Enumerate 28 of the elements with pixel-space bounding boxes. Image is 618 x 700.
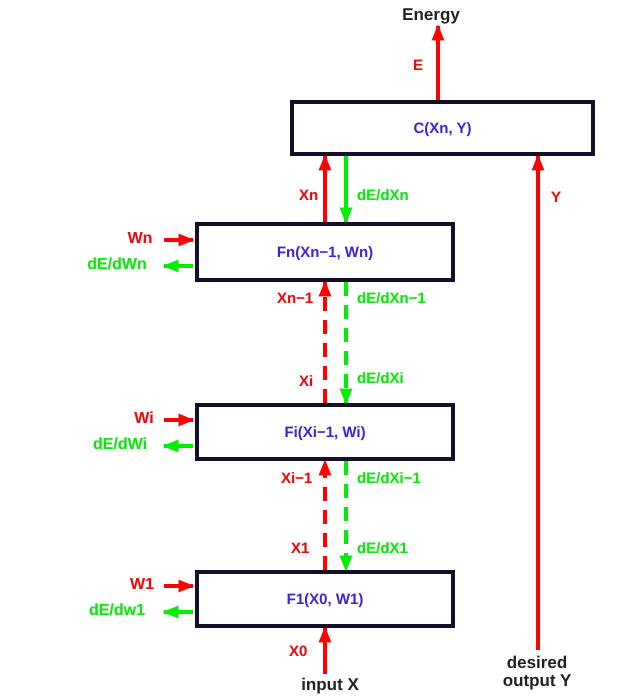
signal-label: dE/dWn — [72, 255, 162, 275]
arrow — [164, 234, 195, 246]
signal-label: Wi — [126, 409, 162, 429]
arrow — [164, 580, 195, 592]
arrow — [340, 461, 352, 572]
arrow — [318, 280, 332, 403]
text-label: input X — [290, 674, 370, 696]
signal-label: W1 — [122, 575, 162, 595]
signal-label: Wn — [118, 229, 162, 249]
text-label: Energy — [398, 4, 464, 26]
arrow — [318, 626, 332, 674]
signal-label: dE/dWi — [78, 435, 162, 455]
arrow — [532, 154, 544, 650]
arrow — [162, 260, 193, 272]
arrow — [162, 606, 193, 618]
function-box: C(Xn, Y) — [290, 100, 595, 156]
arrow — [340, 156, 352, 224]
arrow — [318, 459, 332, 570]
signal-label: dE/dw1 — [72, 601, 162, 621]
function-box: F1(X0, W1) — [195, 570, 455, 628]
function-box: Fi(Xi−1, Wi) — [195, 403, 455, 461]
arrow — [432, 24, 444, 100]
arrow — [340, 282, 352, 405]
text-label: desired output Y — [494, 650, 580, 694]
arrow — [162, 440, 193, 452]
function-box: Fn(Xn−1, Wn) — [195, 222, 455, 282]
arrow — [164, 414, 195, 426]
arrow — [318, 154, 332, 222]
